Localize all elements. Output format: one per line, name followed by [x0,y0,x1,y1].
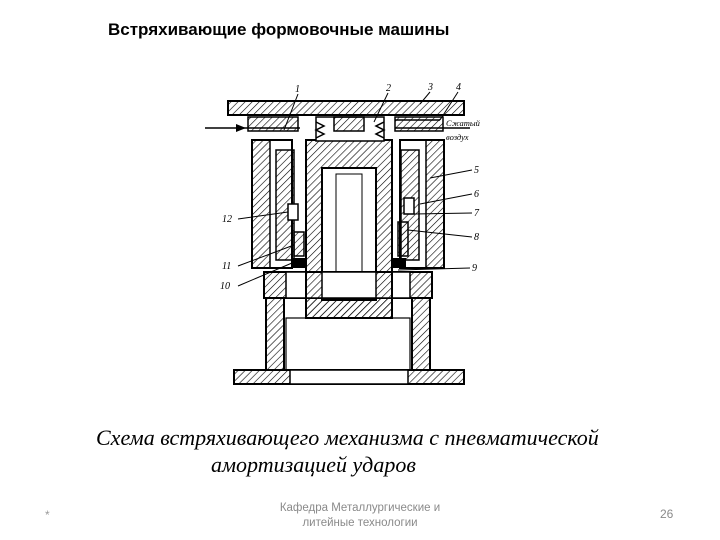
spring-left [314,121,326,139]
air-inlet-arrow [236,124,246,132]
part-number-10: 10 [220,281,230,292]
caption-line-2: амортизацией ударов [211,452,416,477]
part-number-7: 7 [474,208,480,219]
footer-department-line-2: литейные технологии [302,517,418,529]
caption-line-1: Схема встряхивающего механизма с пневмат… [96,425,599,450]
part-number-2: 2 [386,83,391,94]
spring-right [374,121,386,139]
air-label-line2: воздух [446,132,469,142]
part-number-4: 4 [456,82,461,93]
part-number-5: 5 [474,165,479,176]
part-number-12: 12 [222,214,232,225]
jolting-mechanism-diagram: 1 2 3 4 5 6 7 8 9 10 11 12 Сжатый воздух [205,82,481,385]
footer-marker: * [45,508,50,522]
part-number-1: 1 [295,84,300,95]
valve [333,116,365,132]
slide-title: Встряхивающие формовочные машины [108,20,450,39]
part-number-6: 6 [474,189,479,200]
leg-right [411,297,431,371]
air-label-line1: Сжатый [446,118,481,128]
figure-caption: Схема встряхивающего механизма с пневмат… [96,424,676,478]
leg-left [265,297,285,371]
part-number-9: 9 [472,263,477,274]
part-number-3: 3 [427,82,433,93]
footer-department: Кафедра Металлургические и литейные техн… [250,501,470,531]
page-number: 26 [660,507,674,521]
footer-department-line-1: Кафедра Металлургические и [279,502,441,514]
part-number-11: 11 [222,261,231,272]
part-number-8: 8 [474,232,479,243]
top-table [227,100,465,116]
